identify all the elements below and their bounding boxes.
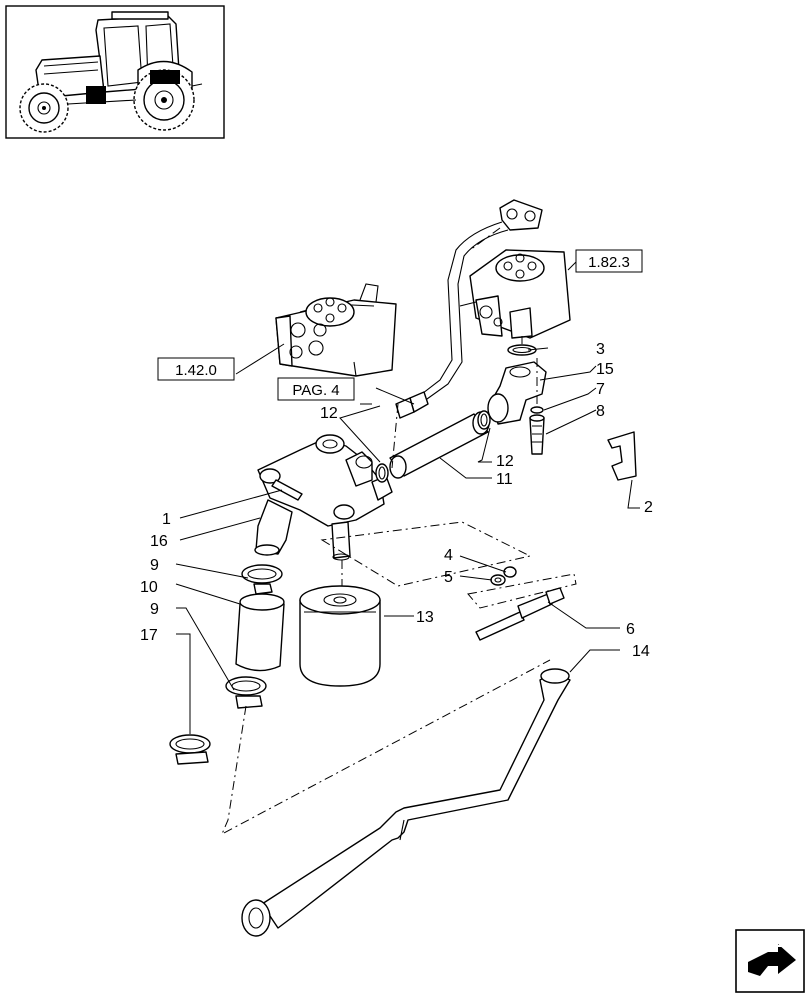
ref-label-1-42-0: 1.42.0: [175, 362, 217, 379]
callout-15: 15: [596, 361, 614, 378]
callout-17: 17: [140, 627, 158, 644]
temperature-sender-6: [475, 587, 565, 641]
callout-14: 14: [632, 643, 650, 660]
callout-12-left: 12: [320, 405, 338, 422]
hydraulic-pump-left: [275, 283, 397, 377]
washer-5: [490, 574, 506, 586]
center-nipple: [331, 521, 351, 590]
filter-head: [254, 434, 393, 556]
callout-6: 6: [626, 621, 635, 638]
suction-hose-14: [241, 668, 571, 937]
oil-filter-13: [299, 585, 381, 687]
hose-sleeve-10: [235, 593, 285, 672]
ref-box-1-82-3[interactable]: 1.82.3: [575, 249, 643, 273]
ref-box-1-42-0[interactable]: 1.42.0: [157, 357, 235, 381]
callout-8: 8: [596, 403, 605, 420]
o-ring-12-left: [375, 463, 389, 483]
callout-5: 5: [444, 569, 453, 586]
callout-16: 16: [150, 533, 168, 550]
ref-label-1-82-3: 1.82.3: [588, 254, 630, 271]
bracket-2: [607, 431, 637, 481]
callout-1: 1: [162, 511, 171, 528]
hydraulic-pump-right: [459, 199, 571, 339]
o-ring-3: [507, 344, 537, 356]
callout-11: 11: [496, 471, 513, 488]
washer-4: [503, 566, 517, 578]
elbow-flange-15: [487, 361, 547, 425]
callout-10: 10: [140, 579, 158, 596]
construction-lines: [220, 227, 577, 836]
hose-clamp-9-lower: [225, 676, 267, 709]
washer-7: [530, 406, 544, 414]
leader-lines: [175, 261, 640, 734]
next-page-button[interactable]: [735, 929, 805, 993]
tractor-thumbnail: [5, 5, 225, 139]
callout-4: 4: [444, 547, 453, 564]
tractor-icon: [19, 11, 203, 133]
ref-box-pag-4[interactable]: PAG. 4: [277, 377, 355, 401]
bolt-8: [529, 414, 545, 455]
callout-9-lower: 9: [150, 601, 159, 618]
callout-13: 13: [416, 609, 434, 626]
hose-clamp-9-upper: [241, 564, 283, 595]
ref-label-pag-4: PAG. 4: [292, 382, 339, 399]
suction-tube-11: [389, 411, 490, 479]
callout-12-right: 12: [496, 453, 514, 470]
callout-9-upper: 9: [150, 557, 159, 574]
callout-2: 2: [644, 499, 653, 516]
hose-clamp-17: [169, 734, 211, 765]
callout-3: 3: [596, 341, 605, 358]
next-page-arrow-icon: [748, 935, 801, 976]
callout-7: 7: [596, 381, 605, 398]
callouts: 3 15 7 8 2 12 12 11 1 16 9 10 9 17 13 4 …: [140, 341, 653, 660]
o-ring-12-right: [477, 410, 491, 430]
